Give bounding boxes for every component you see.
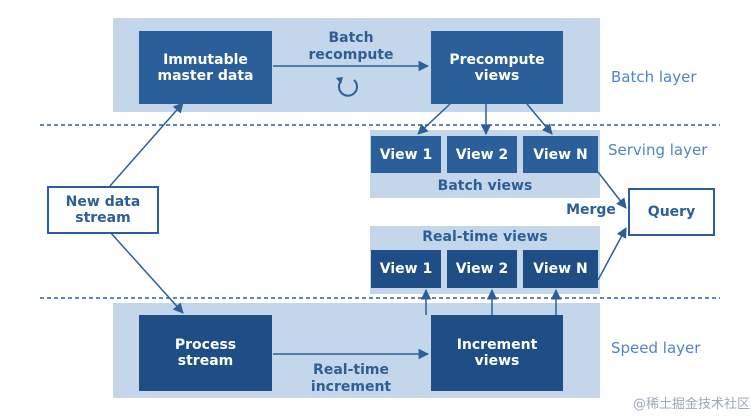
speed-layer-label: Speed layer (611, 339, 701, 357)
arrow-precompute-to-viewN (526, 103, 553, 135)
process-stream-node: Process stream (139, 315, 272, 391)
refresh-icon (336, 77, 358, 97)
new-data-stream-node: New data stream (47, 186, 159, 234)
merge-label: Merge (566, 202, 616, 218)
realtime-view-1: View 1 (371, 250, 441, 288)
batch-recompute-label: Batch recompute (308, 30, 394, 63)
batch-views-caption: Batch views (437, 178, 533, 194)
arrow-stream-to-master (109, 102, 184, 187)
realtime-increment-label: Real-time increment (310, 362, 392, 395)
arrow-realtimeviews-to-query (597, 227, 627, 281)
batch-view-n: View N (523, 136, 598, 173)
precompute-views-node: Precompute views (431, 31, 563, 104)
arrow-stream-to-process (109, 231, 184, 314)
arrow-precompute-to-view1 (417, 103, 451, 135)
batch-view-1: View 1 (371, 136, 441, 173)
increment-views-node: Increment views (431, 315, 563, 391)
realtime-view-n: View N (523, 250, 598, 288)
immutable-master-data-node: Immutable master data (139, 31, 272, 104)
batch-layer-label: Batch layer (611, 68, 697, 86)
realtime-view-2: View 2 (447, 250, 517, 288)
query-node: Query (628, 188, 715, 236)
batch-view-2: View 2 (447, 136, 517, 173)
serving-layer-label: Serving layer (608, 141, 708, 159)
arrow-batchviews-to-query (597, 171, 627, 209)
realtime-views-caption: Real-time views (422, 229, 548, 245)
watermark: @稀土掘金技术社区 (632, 397, 750, 412)
